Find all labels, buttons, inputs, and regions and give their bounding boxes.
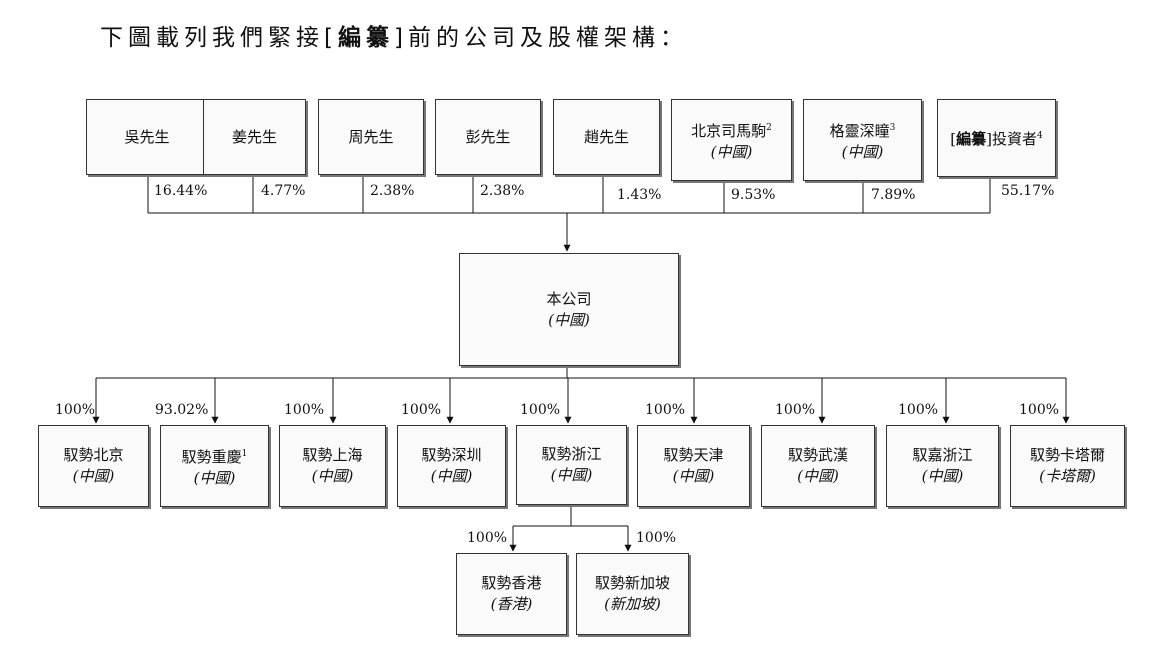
shareholder-box-peng: 彭先生 <box>435 99 541 175</box>
shareholding-pct: 1.43% <box>617 187 662 203</box>
page-heading: 下圖載列我們緊接[編纂]前的公司及股權架構： <box>100 25 688 51</box>
shareholder-box-gelingshentong: 格靈深瞳3(中國) <box>803 99 922 181</box>
shareholder-box-beijing-simaju: 北京司馬駒2(中國) <box>671 99 792 181</box>
subsidiary-box-hongkong: 馭勢香港(香港) <box>456 553 567 635</box>
subsidiary-pct: 100% <box>645 402 686 418</box>
shareholder-box-jiang: 姜先生 <box>203 99 306 175</box>
shareholding-pct: 4.77% <box>261 183 306 199</box>
subsidiary-pct: 100% <box>284 402 325 418</box>
subsidiary-pct: 100% <box>1019 402 1060 418</box>
shareholder-box-wu: 吳先生 <box>86 99 208 175</box>
subsidiary-box-wuhan: 馭勢武漢(中國) <box>761 425 875 507</box>
shareholding-pct: 2.38% <box>370 183 415 199</box>
shareholding-pct: 2.38% <box>480 183 525 199</box>
subsidiary-pct: 100% <box>898 402 939 418</box>
shareholding-pct: 16.44% <box>154 183 208 199</box>
shareholding-pct: 55.17% <box>1001 183 1055 199</box>
subsidiary-pct: 100% <box>55 402 96 418</box>
shareholding-pct: 7.89% <box>871 187 916 203</box>
subsidiary-box-shanghai: 馭勢上海(中國) <box>279 425 386 507</box>
company-box: 本公司(中國) <box>459 253 679 366</box>
subsidiary-box-zhejiang: 馭勢浙江(中國) <box>516 425 627 505</box>
subsidiary-pct: 100% <box>401 402 442 418</box>
subsidiary-pct: 100% <box>520 402 561 418</box>
subsidiary-box-qatar: 馭勢卡塔爾(卡塔爾) <box>1010 425 1125 507</box>
subsidiary-box-singapore: 馭勢新加坡(新加坡) <box>576 553 689 635</box>
second-tier-pct: 100% <box>467 530 508 546</box>
subsidiary-box-tianjin: 馭勢天津(中國) <box>637 425 750 507</box>
subsidiary-box-beijing: 馭勢北京(中國) <box>38 425 149 507</box>
second-tier-pct: 100% <box>636 530 677 546</box>
subsidiary-box-chongqing: 馭勢重慶1(中國) <box>160 425 269 507</box>
shareholder-box-zhao: 趙先生 <box>553 99 660 175</box>
subsidiary-box-yujia-zhejiang: 馭嘉浙江(中國) <box>886 425 999 507</box>
subsidiary-pct: 100% <box>775 402 816 418</box>
shareholding-pct: 9.53% <box>731 187 776 203</box>
subsidiary-pct: 93.02% <box>155 402 209 418</box>
shareholder-box-zhou: 周先生 <box>318 99 424 175</box>
shareholder-box-investors: [編纂]投資者4 <box>937 99 1056 177</box>
subsidiary-box-shenzhen: 馭勢深圳(中國) <box>397 425 506 507</box>
